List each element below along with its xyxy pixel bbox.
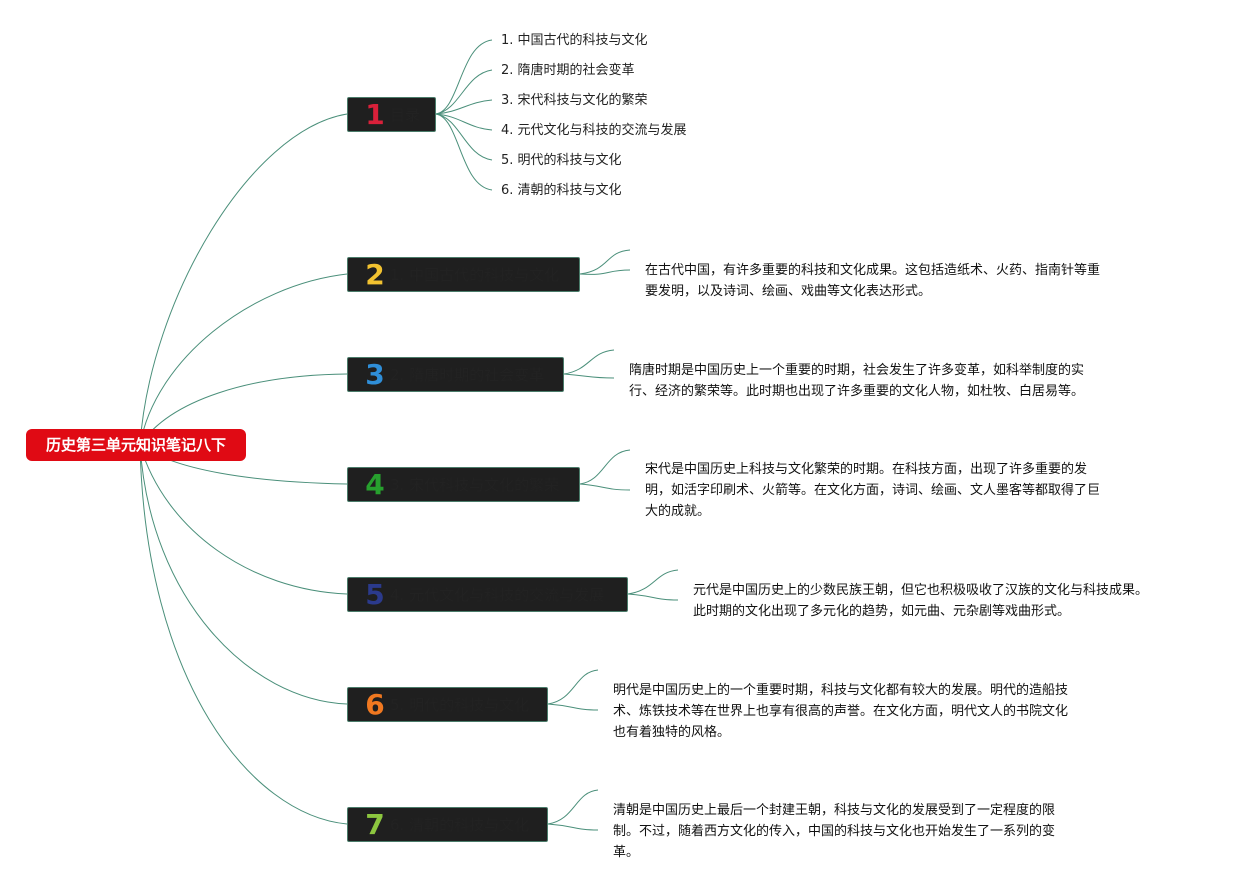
description-2: 隋唐时期是中国历史上一个重要的时期，社会发生了许多变革，如科举制度的实 行、经济… xyxy=(629,360,1129,402)
branch-label-6: 5. 明代的科技与文化 xyxy=(390,696,530,714)
description-6: 清朝是中国历史上最后一个封建王朝，科技与文化的发展受到了一定程度的限 制。不过，… xyxy=(613,800,1113,863)
description-4-line-2: 此时期的文化出现了多元化的趋势，如元曲、元杂剧等戏曲形式。 xyxy=(693,604,1071,619)
toc-item-6[interactable]: 6. 清朝的科技与文化 xyxy=(501,183,622,198)
toc-item-5[interactable]: 5. 明代的科技与文化 xyxy=(501,153,622,168)
branch-node-2[interactable]: 2 1. 中国古代的科技与文化 xyxy=(347,257,580,292)
connector-root-2 xyxy=(139,273,348,446)
description-3-line-3: 大的成就。 xyxy=(645,504,711,519)
toc-item-2[interactable]: 2. 隋唐时期的社会变革 xyxy=(501,63,635,78)
description-4-line-1: 元代是中国历史上的少数民族王朝，但它也积极吸收了汉族的文化与科技成果。 xyxy=(693,583,1149,598)
connector-root-1 xyxy=(139,113,348,446)
branch-label-3: 2. 隋唐时期的社会变革 xyxy=(390,366,545,384)
description-5-line-1: 明代是中国历史上的一个重要时期，科技与文化都有较大的发展。明代的造船技 xyxy=(613,683,1069,698)
description-5-line-2: 术、炼铁技术等在世界上也享有很高的声誉。在文化方面，明代文人的书院文化 xyxy=(613,704,1069,719)
description-6-line-2: 制。不过，随着西方文化的传入，中国的科技与文化也开始发生了一系列的变 xyxy=(613,824,1056,839)
description-1-line-1: 在古代中国，有许多重要的科技和文化成果。这包括造纸术、火药、指南针等重 xyxy=(645,263,1101,278)
connector-root-7 xyxy=(139,444,348,825)
branch-label-2: 1. 中国古代的科技与文化 xyxy=(390,266,560,284)
connector-root-6 xyxy=(139,444,348,705)
branch-node-4[interactable]: 4 3. 宋代科技与文化的繁荣 xyxy=(347,467,580,502)
number-badge-6: 6 xyxy=(365,687,385,721)
number-badge-1: 1 xyxy=(365,97,385,131)
root-node[interactable]: 历史第三单元知识笔记八下 xyxy=(26,429,246,461)
description-6-line-1: 清朝是中国历史上最后一个封建王朝，科技与文化的发展受到了一定程度的限 xyxy=(613,803,1056,818)
branch-node-1[interactable]: 1 目录 xyxy=(347,97,436,132)
toc-item-1[interactable]: 1. 中国古代的科技与文化 xyxy=(501,33,648,48)
description-3: 宋代是中国历史上科技与文化繁荣的时期。在科技方面，出现了许多重要的发 明，如活字… xyxy=(645,459,1145,522)
toc-item-3[interactable]: 3. 宋代科技与文化的繁荣 xyxy=(501,93,648,108)
branch-label-4: 3. 宋代科技与文化的繁荣 xyxy=(390,476,560,494)
description-3-line-1: 宋代是中国历史上科技与文化繁荣的时期。在科技方面，出现了许多重要的发 xyxy=(645,462,1088,477)
number-badge-3: 3 xyxy=(365,357,385,391)
description-6-line-3: 革。 xyxy=(613,845,640,860)
branch-label-1: 目录 xyxy=(390,106,421,124)
description-5-line-3: 也有着独特的风格。 xyxy=(613,725,731,740)
description-4: 元代是中国历史上的少数民族王朝，但它也积极吸收了汉族的文化与科技成果。 此时期的… xyxy=(693,580,1213,622)
description-1: 在古代中国，有许多重要的科技和文化成果。这包括造纸术、火药、指南针等重 要发明，… xyxy=(645,260,1145,302)
description-1-line-2: 要发明，以及诗词、绘画、戏曲等文化表达形式。 xyxy=(645,284,932,299)
branch-node-3[interactable]: 3 2. 隋唐时期的社会变革 xyxy=(347,357,564,392)
branch-node-6[interactable]: 6 5. 明代的科技与文化 xyxy=(347,687,548,722)
number-badge-7: 7 xyxy=(365,807,385,841)
branch-label-7: 6. 清朝的科技与文化 xyxy=(390,816,530,834)
number-badge-2: 2 xyxy=(365,257,385,291)
description-3-line-2: 明，如活字印刷术、火箭等。在文化方面，诗词、绘画、文人墨客等都取得了巨 xyxy=(645,483,1101,498)
description-5: 明代是中国历史上的一个重要时期，科技与文化都有较大的发展。明代的造船技 术、炼铁… xyxy=(613,680,1113,743)
branch-node-7[interactable]: 7 6. 清朝的科技与文化 xyxy=(347,807,548,842)
description-2-line-2: 行、经济的繁荣等。此时期也出现了许多重要的文化人物，如杜牧、白居易等。 xyxy=(629,384,1085,399)
toc-item-4[interactable]: 4. 元代文化与科技的交流与发展 xyxy=(501,123,687,138)
description-2-line-1: 隋唐时期是中国历史上一个重要的时期，社会发生了许多变革，如科举制度的实 xyxy=(629,363,1085,378)
branch-label-5: 4. 元代文化与科技的交流与发展 xyxy=(390,586,605,604)
connector-root-5 xyxy=(139,444,348,595)
number-badge-4: 4 xyxy=(365,467,385,501)
branch-node-5[interactable]: 5 4. 元代文化与科技的交流与发展 xyxy=(347,577,628,612)
number-badge-5: 5 xyxy=(365,577,385,611)
